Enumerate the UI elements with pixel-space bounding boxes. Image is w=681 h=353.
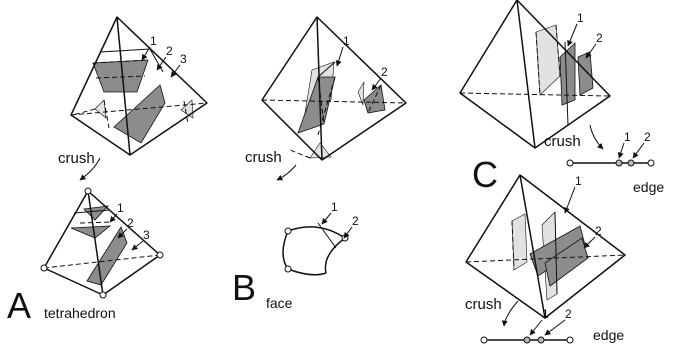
label-2: 2	[644, 130, 651, 144]
panel-letter-c: C	[472, 154, 498, 195]
outline	[261, 16, 407, 161]
dark-region-4	[70, 225, 112, 239]
crush-label-c-bottom: crush	[465, 296, 502, 313]
dark-region-2	[113, 84, 166, 144]
tetrahedron-c-top	[459, 0, 611, 149]
panel-letter-a: A	[7, 285, 31, 326]
label-tetrahedron: tetrahedron	[44, 305, 116, 321]
label-edge-c-top: edge	[633, 179, 664, 195]
edge-segment-c-top	[566, 159, 655, 167]
panel-b: 1 2 crush 1 2 B face	[232, 16, 407, 311]
label-3: 3	[143, 228, 150, 242]
panel-c-top: 1 2 crush 1 2 C edge	[459, 0, 664, 195]
label-edge-c-bottom: edge	[593, 327, 624, 343]
label-2: 2	[596, 31, 603, 45]
tetrahedron-c-bottom	[465, 174, 626, 319]
panel-a: 1 2 3 crush 1 2	[7, 16, 208, 326]
tetrahedron-a-bottom	[40, 187, 164, 299]
panel-letter-b: B	[232, 267, 256, 308]
arrows-c-top-edge: 1 2	[617, 130, 651, 159]
light-region-1	[511, 213, 528, 271]
edge-segment-c-bottom	[480, 336, 574, 344]
label-2: 2	[381, 65, 388, 79]
crush-label-b: crush	[245, 149, 282, 166]
arrows-b-face: 1 2	[321, 200, 359, 239]
arrows-c-bottom: 1 2	[564, 174, 602, 249]
label-2: 2	[352, 214, 359, 228]
dark-region-1	[559, 42, 576, 106]
crush-label-c-top: crush	[544, 133, 581, 150]
arrows-a-top: 1 2 3	[141, 34, 187, 78]
dark-region-1	[297, 76, 336, 134]
tetrahedron-a-top	[70, 16, 208, 156]
dark-region-2	[577, 51, 594, 96]
arrows-c-top: 1 2	[567, 11, 603, 59]
label-2: 2	[166, 44, 173, 58]
label-1: 1	[331, 200, 338, 214]
light-region-2	[180, 99, 194, 119]
label-3: 3	[180, 52, 187, 66]
label-1: 1	[542, 307, 549, 321]
arrows-a-bottom: 1 2 3	[109, 201, 150, 251]
light-region-1	[94, 99, 107, 119]
dark-region-2	[544, 237, 589, 287]
light-region-3	[357, 81, 365, 106]
dark-region-3	[83, 205, 110, 221]
crush-label-a: crush	[58, 150, 95, 167]
label-1: 1	[150, 34, 157, 48]
label-2: 2	[127, 216, 134, 230]
label-face: face	[266, 295, 293, 311]
dark-region-5	[86, 226, 128, 286]
face-triangle	[282, 222, 349, 276]
panel-c-bottom: 1 2 crush 1 2 edge	[465, 174, 626, 344]
label-1: 1	[343, 34, 350, 48]
dark-region-2	[363, 84, 386, 114]
label-1: 1	[577, 11, 584, 25]
arrows-b: 1 2	[335, 34, 388, 91]
label-1: 1	[117, 201, 124, 215]
arrows-c-bottom-edge: 1 2	[529, 307, 572, 336]
label-2: 2	[565, 307, 572, 321]
tetrahedron-b	[261, 16, 407, 161]
label-1: 1	[575, 174, 582, 188]
label-1: 1	[624, 130, 631, 144]
label-2: 2	[595, 224, 602, 238]
